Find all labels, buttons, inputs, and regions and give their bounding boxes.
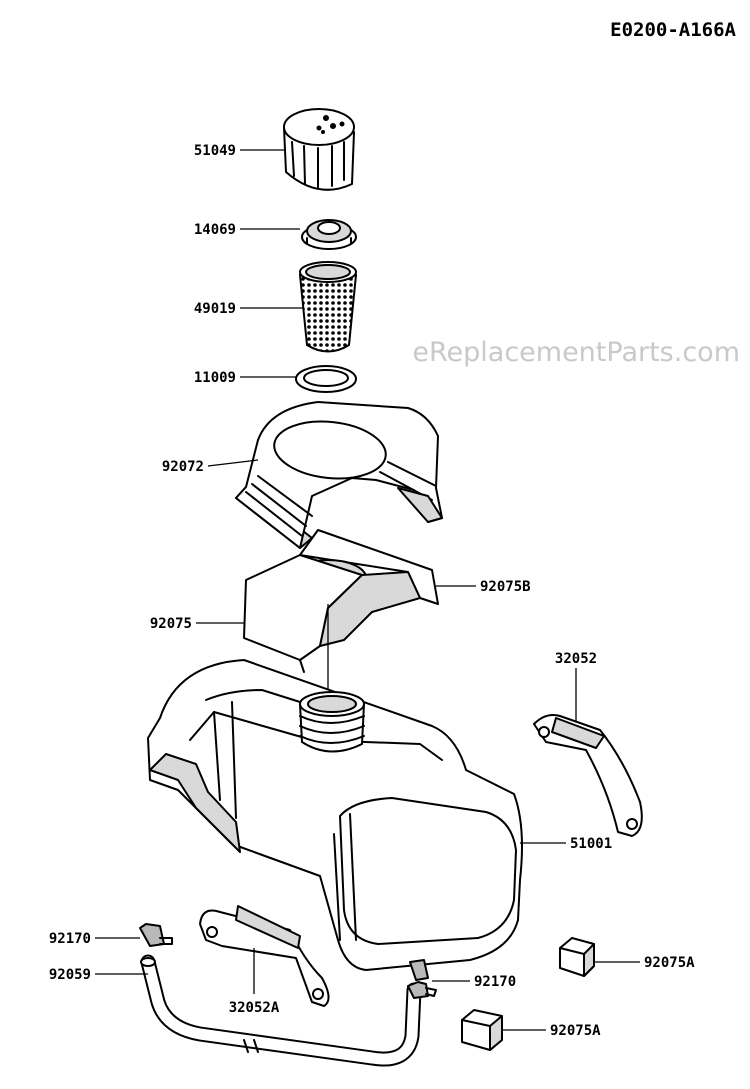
- watermark: eReplacementParts.com: [412, 337, 740, 368]
- part-label-51049[interactable]: 51049: [194, 143, 236, 159]
- part-label-92170-left[interactable]: 92170: [49, 931, 91, 947]
- diagram-code: E0200-A166A: [610, 19, 736, 41]
- part-label-49019[interactable]: 49019: [194, 301, 236, 317]
- part-label-32052[interactable]: 32052: [555, 651, 597, 667]
- part-label-92072[interactable]: 92072: [162, 459, 204, 475]
- part-label-11009[interactable]: 11009: [194, 370, 236, 386]
- part-label-51001[interactable]: 51001: [570, 836, 612, 852]
- fuel-cap-drawing[interactable]: [283, 108, 355, 191]
- cushion-upper-drawing[interactable]: [559, 937, 595, 977]
- leader-lines: [95, 149, 640, 1031]
- part-label-32052a[interactable]: 32052A: [229, 1000, 280, 1016]
- cap-gasket-drawing[interactable]: [301, 219, 357, 250]
- cover-shield-drawing[interactable]: [243, 554, 421, 673]
- seal-ring-drawing[interactable]: [295, 365, 357, 393]
- part-label-92059[interactable]: 92059: [49, 967, 91, 983]
- hose-clamp-left-drawing[interactable]: [139, 923, 173, 947]
- bracket-left-drawing[interactable]: [199, 905, 330, 1007]
- fuel-tank-drawing[interactable]: [147, 659, 523, 981]
- part-label-92075[interactable]: 92075: [150, 616, 192, 632]
- bracket-right-drawing[interactable]: [533, 714, 643, 837]
- fuel-hose-drawing[interactable]: [140, 954, 422, 1067]
- part-label-92075a-upper[interactable]: 92075A: [644, 955, 695, 971]
- part-label-92170-right[interactable]: 92170: [474, 974, 516, 990]
- hose-clamp-right-drawing[interactable]: [407, 981, 437, 999]
- part-label-92075b[interactable]: 92075B: [480, 579, 531, 595]
- part-label-92075a-lower[interactable]: 92075A: [550, 1023, 601, 1039]
- cover-upper-drawing[interactable]: [235, 401, 443, 549]
- cushion-lower-drawing[interactable]: [461, 1009, 503, 1051]
- fuel-strainer-drawing[interactable]: [298, 261, 358, 353]
- part-label-14069[interactable]: 14069: [194, 222, 236, 238]
